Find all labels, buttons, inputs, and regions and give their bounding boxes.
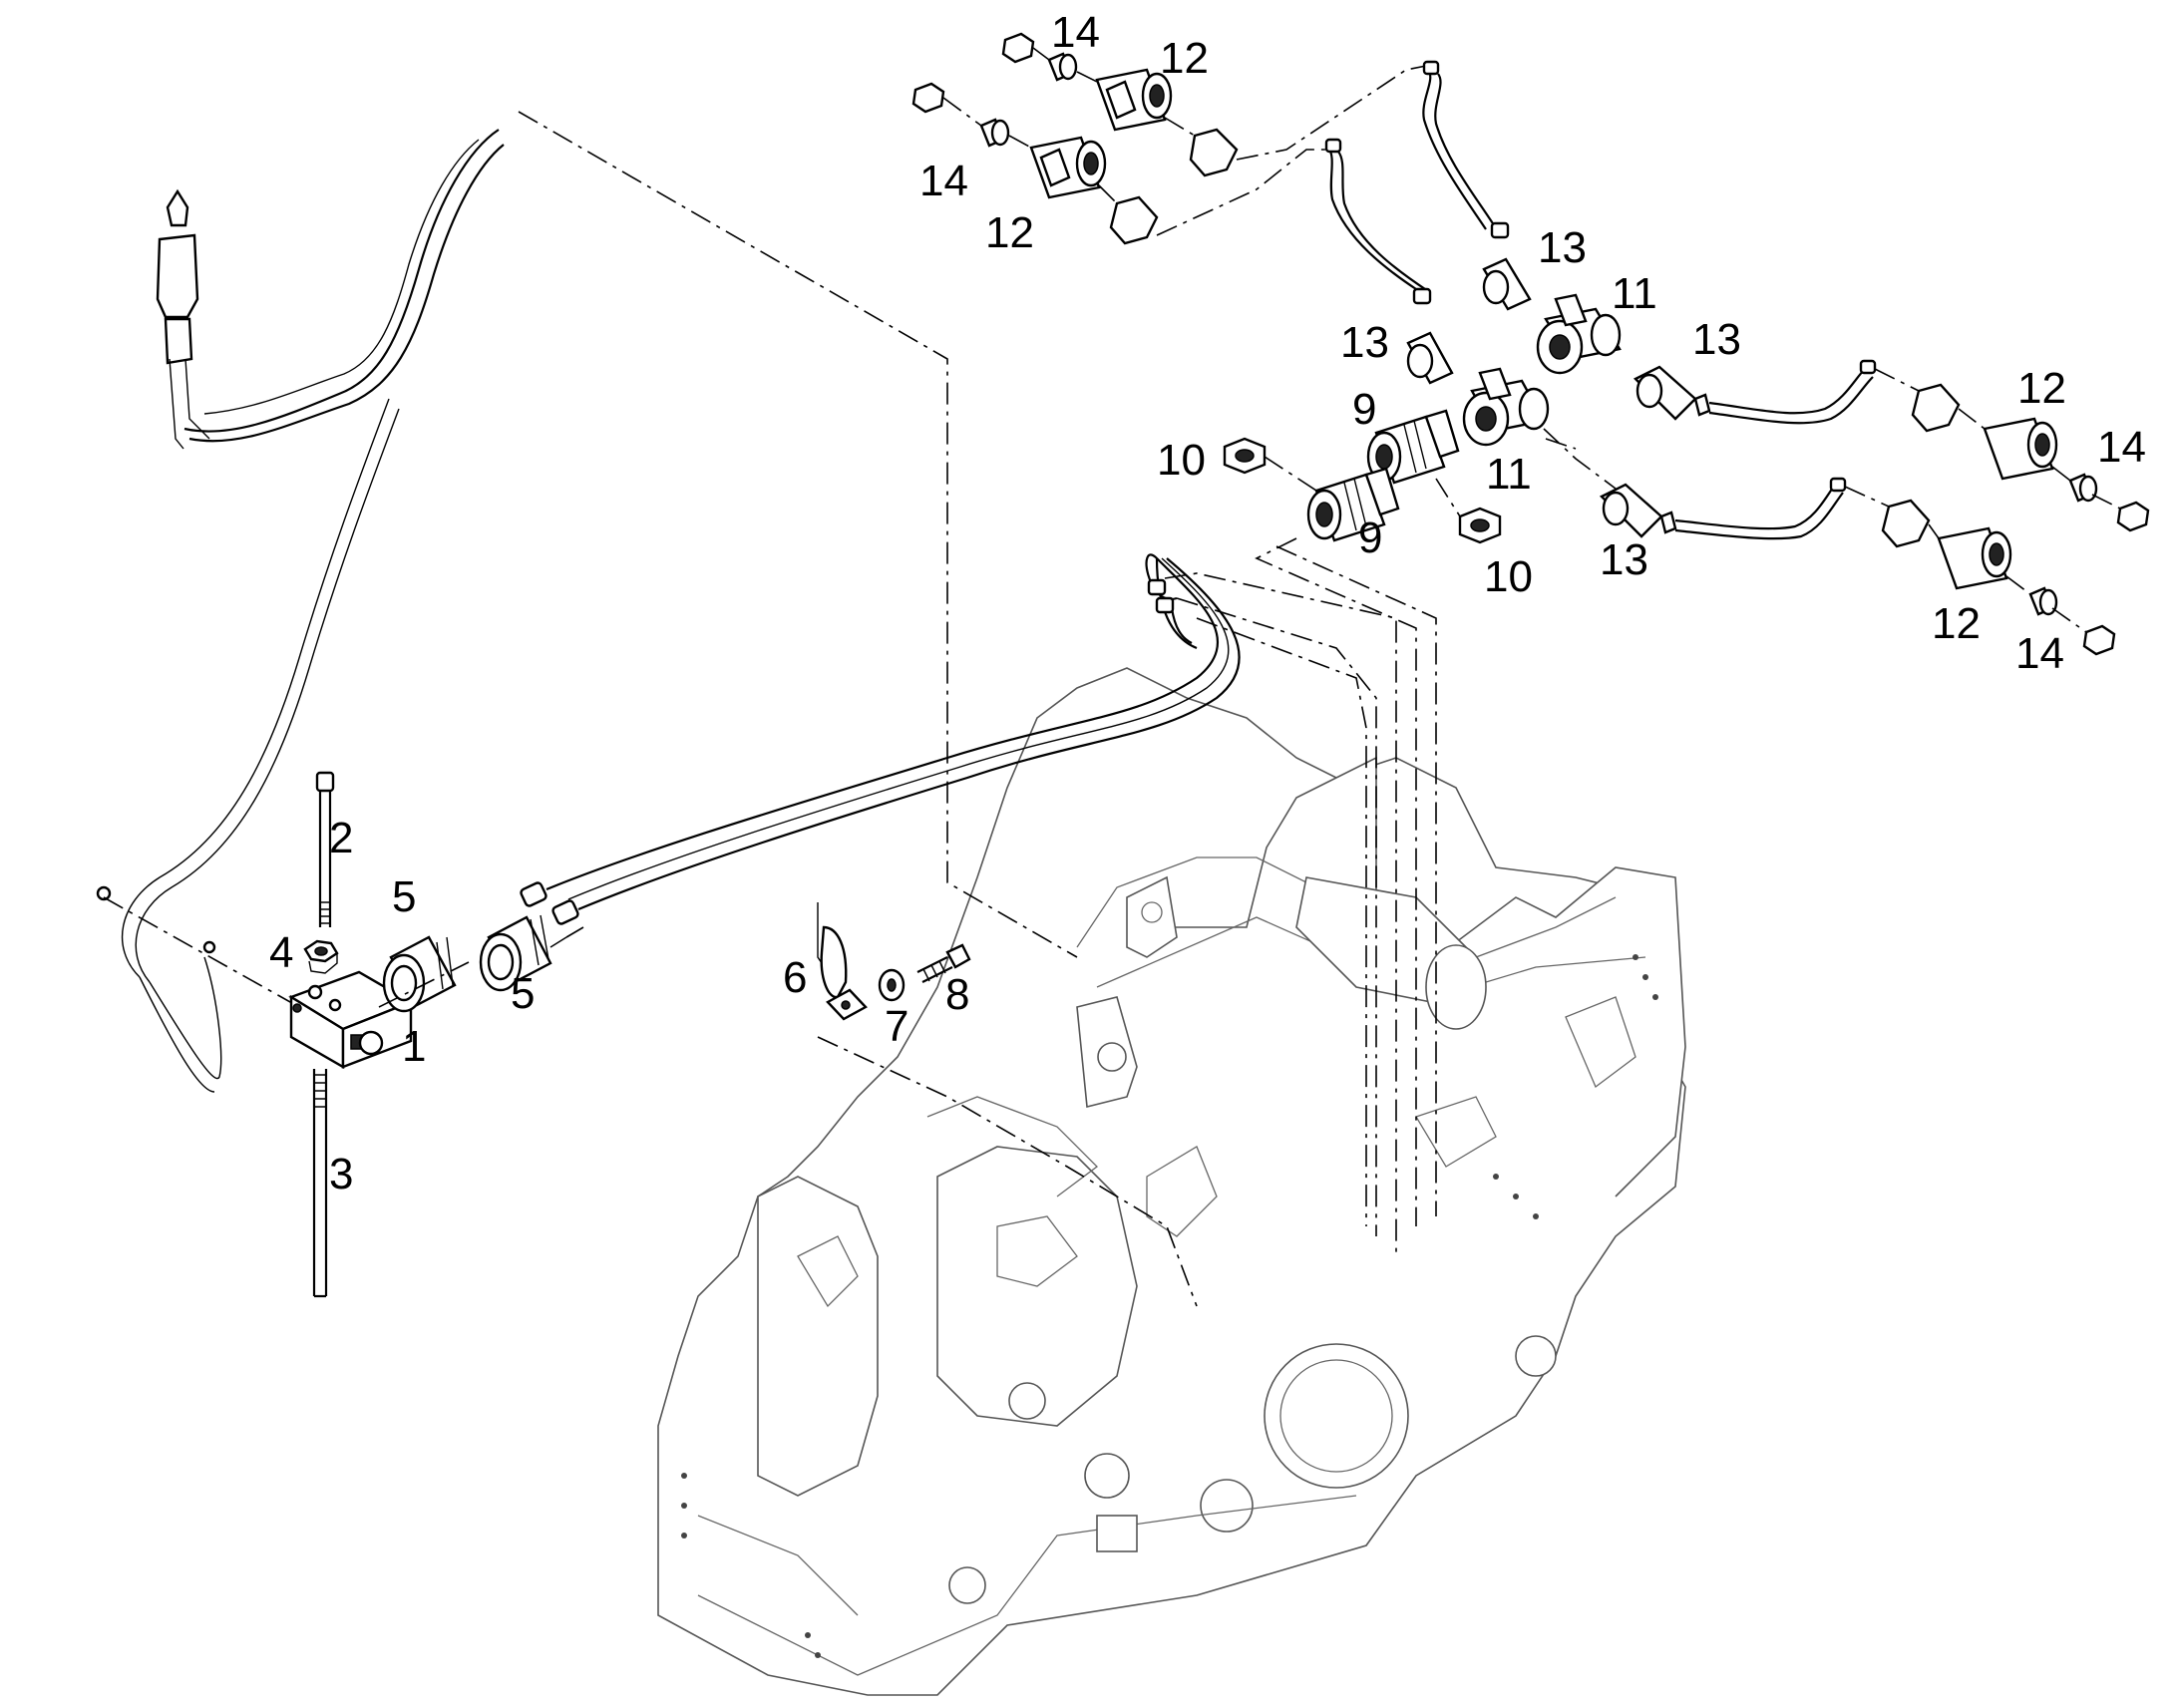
joystick-icon: [156, 188, 210, 450]
callout-10a: 10: [1157, 436, 1206, 485]
fitting-5a: [382, 935, 457, 1013]
leader-center-cluster: [1264, 428, 1617, 517]
callout-8: 8: [945, 970, 969, 1019]
coupler-set-upper: [911, 32, 1239, 245]
callout-9a: 9: [1352, 385, 1376, 434]
callout-5a: 5: [392, 872, 416, 921]
callout-14a: 14: [1051, 8, 1100, 57]
callout-14c: 14: [2097, 423, 2146, 472]
callout-13a: 13: [1538, 223, 1587, 272]
nut-4: [303, 939, 339, 974]
fitting-5b: [479, 914, 567, 992]
adapter-13-right-lower: [1599, 483, 1677, 538]
bolt-8: [916, 943, 971, 983]
stud-2: [315, 771, 335, 927]
callout-10b: 10: [1484, 552, 1533, 601]
tee-11-top: [1536, 293, 1622, 375]
callout-labels: 1 2 3 4 5 5 6 7 8 9 9 10 10 11 11 12 12 …: [269, 8, 2146, 1198]
callout-6: 6: [783, 953, 807, 1002]
adapter-13-right-upper: [1633, 365, 1711, 421]
callout-9b: 9: [1358, 513, 1382, 562]
callout-13d: 13: [1600, 535, 1648, 584]
fitting-9-lower: [1306, 467, 1400, 542]
callout-5b: 5: [511, 969, 535, 1018]
callout-1: 1: [402, 1022, 426, 1071]
callout-14d: 14: [2015, 629, 2064, 678]
leader-center-down: [1255, 537, 1437, 1226]
callout-2: 2: [329, 814, 353, 862]
leader-upper-couplers: [1156, 65, 1427, 236]
loader-frame-icon: [657, 667, 1686, 1696]
callout-12d: 12: [1932, 599, 1981, 648]
stud-3: [312, 1069, 328, 1298]
callout-4: 4: [269, 928, 293, 977]
callout-12a: 12: [1160, 34, 1209, 83]
locknut-10-left: [1223, 437, 1267, 475]
valve-block-icon: [288, 970, 414, 1070]
hose-upper: [1324, 60, 1510, 305]
locknut-10-lower: [1458, 507, 1502, 544]
callout-12c: 12: [2017, 364, 2066, 413]
wiring-harness: [96, 129, 505, 1093]
washer-7: [878, 968, 906, 1002]
callout-12b: 12: [985, 208, 1034, 257]
tee-11-mid: [1462, 367, 1550, 447]
callout-3: 3: [329, 1150, 353, 1198]
adapter-13-top: [1482, 257, 1532, 311]
leader-5: [378, 926, 584, 1008]
callout-13b: 13: [1340, 318, 1389, 367]
adapter-13-mid: [1406, 331, 1454, 385]
clip-6: [820, 925, 868, 1021]
hose-bundle: [520, 553, 1397, 1256]
hose-right: [1674, 359, 1877, 540]
coupler-set-right: [1844, 368, 2150, 656]
leader-6-7-8: [817, 1036, 1198, 1307]
leader-harness-frame: [518, 111, 1078, 958]
fitting-9-upper: [1366, 409, 1460, 485]
callout-13c: 13: [1692, 315, 1741, 364]
callout-7: 7: [885, 1002, 908, 1051]
callout-14b: 14: [919, 157, 968, 205]
callout-11b: 11: [1486, 450, 1532, 499]
callout-11a: 11: [1612, 269, 1657, 318]
